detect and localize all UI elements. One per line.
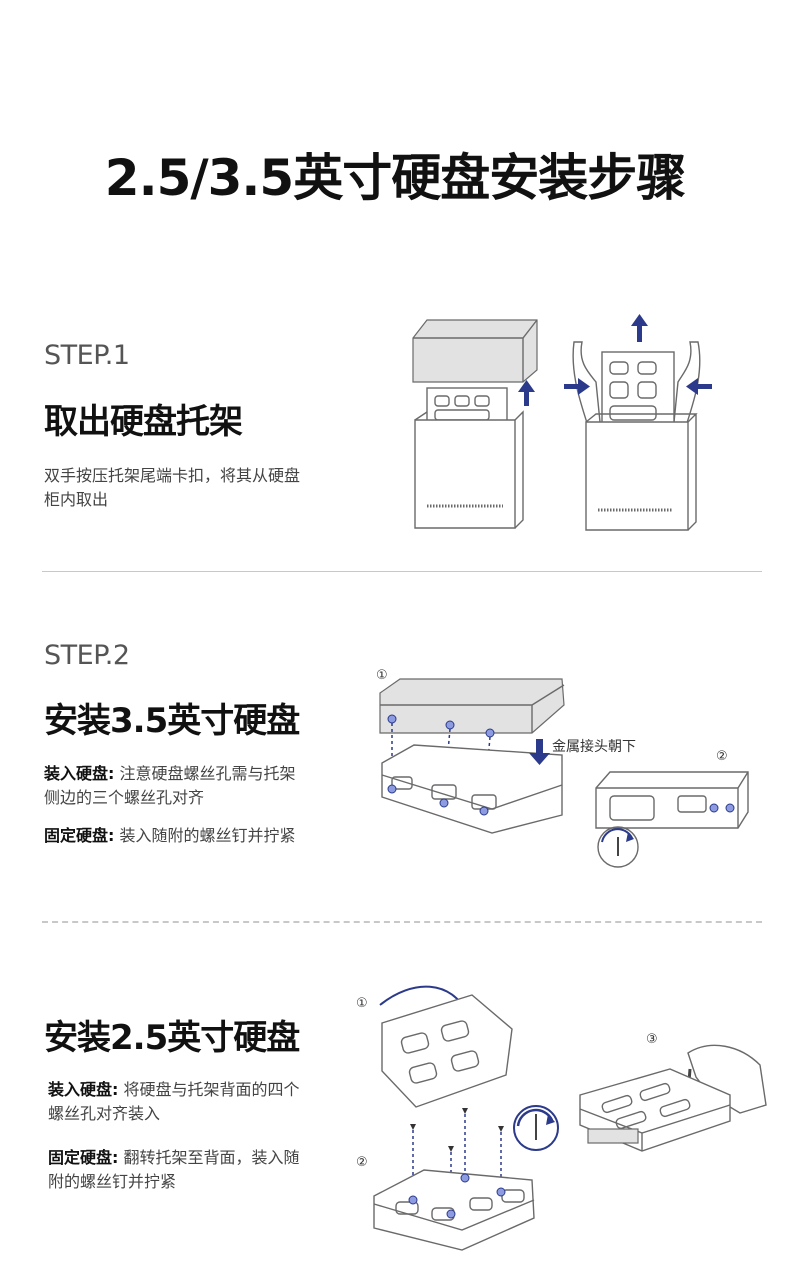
- step2-marker-2: ②: [716, 749, 728, 764]
- step3-fix-label: 固定硬盘:: [48, 1148, 119, 1167]
- step3-screw-illustration: ②: [356, 1108, 535, 1251]
- step3-fix-text-1: 翻转托架至背面，装入随: [118, 1148, 300, 1167]
- step2-heading: 安装3.5英寸硬盘: [44, 701, 300, 741]
- arrow-up-icon: [518, 380, 535, 406]
- step1-desc-line2: 柜内取出: [44, 490, 109, 509]
- step2-number: STEP.2: [44, 640, 130, 671]
- step3-flip-illustration: ①: [356, 985, 513, 1108]
- step2-marker-1: ①: [376, 668, 388, 683]
- step3-fix-text-2: 附的螺丝钉并拧紧: [48, 1172, 177, 1191]
- arrow-down-icon: [529, 739, 550, 765]
- screw-icon: [410, 1124, 416, 1200]
- drive-tray: [381, 744, 563, 834]
- hard-drive-3-5: [379, 678, 565, 734]
- step3-fix-desc: 固定硬盘: 翻转托架至背面，装入随 附的螺丝钉并拧紧: [48, 1146, 358, 1194]
- step2-install-text-1: 注意硬盘螺丝孔需与托架: [114, 764, 296, 783]
- step2-fix-desc: 固定硬盘: 装入随附的螺丝钉并拧紧: [44, 824, 364, 848]
- step2-install-illustration: ①: [376, 668, 565, 834]
- step3-install-text-2: 螺丝孔对齐装入: [48, 1104, 161, 1123]
- step3-marker-3: ③: [646, 1032, 658, 1047]
- arrow-up-icon: [631, 314, 648, 342]
- arrow-left-icon: [686, 378, 712, 395]
- step3-install-label: 装入硬盘:: [48, 1080, 119, 1099]
- step2-fix-label: 固定硬盘:: [44, 826, 115, 845]
- step3-marker-1: ①: [356, 996, 368, 1011]
- step3-install-desc: 装入硬盘: 将硬盘与托架背面的四个 螺丝孔对齐装入: [48, 1078, 358, 1126]
- enclosure-lid: [412, 319, 538, 383]
- screw-rotate-icon: [513, 1105, 559, 1151]
- step1-number: STEP.1: [44, 340, 130, 371]
- arrow-right-icon: [564, 378, 590, 395]
- step1-heading: 取出硬盘托架: [44, 402, 243, 442]
- step3-heading: 安装2.5英寸硬盘: [44, 1018, 300, 1058]
- step1-desc-line1: 双手按压托架尾端卡扣，将其从硬盘: [44, 466, 301, 485]
- screw-icon: [462, 1108, 468, 1178]
- step1-enclosure-illustration-2: [564, 314, 712, 531]
- drive-tray: [595, 771, 749, 829]
- step2-fix-illustration: ②: [595, 749, 749, 868]
- page-title: 2.5/3.5英寸硬盘安装步骤: [104, 149, 686, 207]
- metal-connector-callout: 金属接头朝下: [552, 739, 636, 755]
- step3-marker-2: ②: [356, 1155, 368, 1170]
- step3-install-text-1: 将硬盘与托架背面的四个: [118, 1080, 300, 1099]
- enclosure-body: [414, 419, 516, 529]
- step2-install-desc: 装入硬盘: 注意硬盘螺丝孔需与托架 侧边的三个螺丝孔对齐: [44, 762, 364, 810]
- step1-description: 双手按压托架尾端卡扣，将其从硬盘 柜内取出: [44, 464, 354, 512]
- step2-fix-text: 装入随附的螺丝钉并拧紧: [114, 826, 296, 845]
- enclosure-body: [585, 421, 689, 531]
- drive-tray: [381, 994, 513, 1108]
- step3-tighten-illustration: ③: [579, 1032, 767, 1152]
- hand: [687, 1044, 767, 1114]
- section-divider-dashed: [42, 921, 762, 923]
- step2-install-label: 装入硬盘:: [44, 764, 115, 783]
- screw-rotate-icon: [597, 826, 639, 868]
- step2-install-text-2: 侧边的三个螺丝孔对齐: [44, 788, 205, 807]
- section-divider: [42, 571, 762, 572]
- step1-enclosure-illustration-1: [412, 319, 538, 529]
